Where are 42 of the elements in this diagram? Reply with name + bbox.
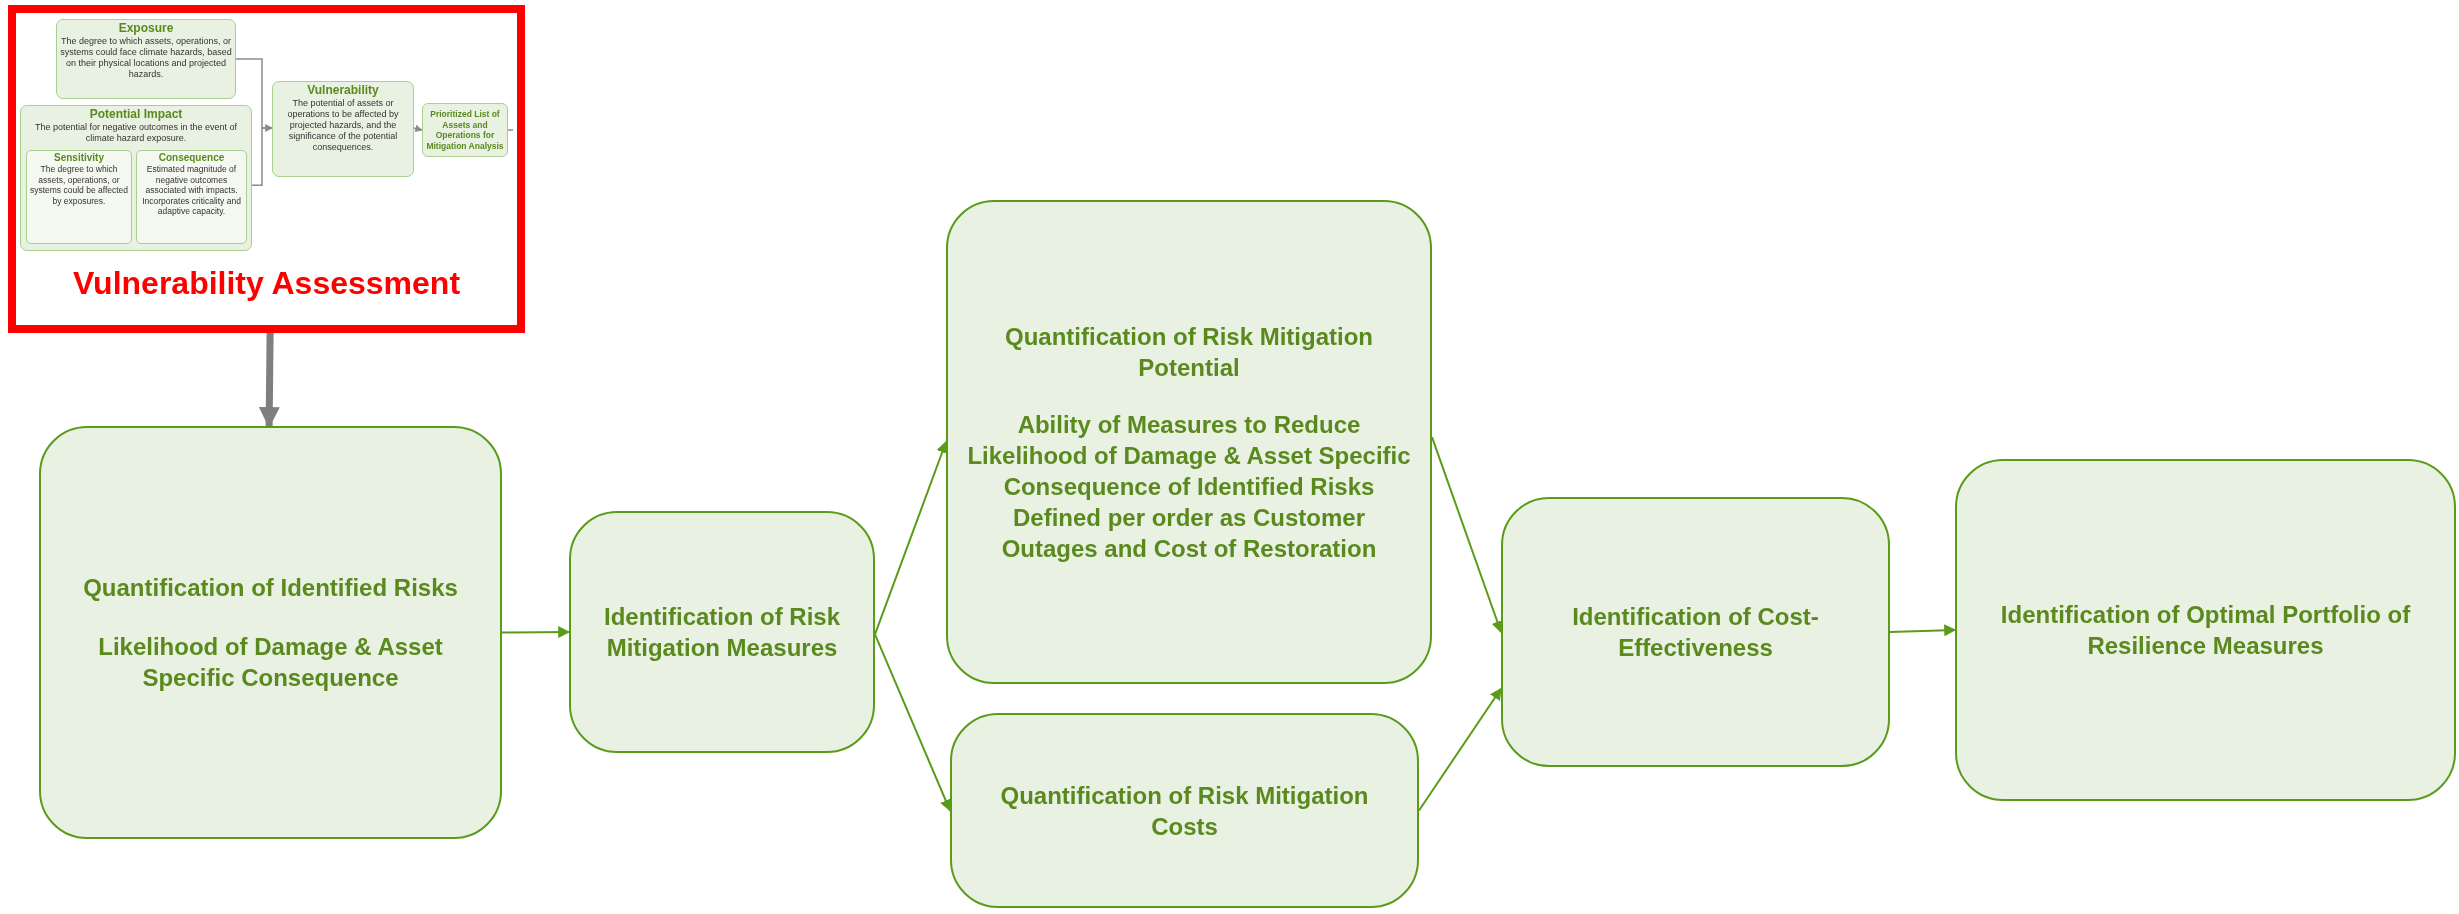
section-title: Vulnerability Assessment (71, 264, 462, 303)
arrow (1889, 624, 1957, 637)
arrow (874, 440, 948, 636)
box-text: The potential for negative outcomes in the event of climate hazard exposure. (33, 122, 239, 144)
box-heading: Vulnerability (307, 83, 379, 98)
process-box (39, 426, 502, 839)
process-box (1501, 497, 1890, 767)
box-heading: Exposure (118, 21, 174, 36)
arrow (258, 332, 280, 429)
arrow (874, 633, 952, 812)
box-text: Identification of Optimal Portfolio of Resilience Measures (1999, 600, 2412, 661)
box-text: Estimated magnitude of negative outcomes associated with impacts. Incorporates criticality and adaptive capacity. (141, 164, 242, 217)
box-text: Ability of Measures to Reduce Likelihood of Damage & Asset Specific Consequence of Identified Risks (966, 409, 1412, 502)
arrow (413, 124, 423, 133)
box-text: Defined per order as Customer Outages and Cost of Restoration (1000, 502, 1378, 564)
box-text: The degree to which assets, operations, or systems could face climate hazards, based on their physical locations and projected hazards. (59, 36, 233, 80)
box-text: Identification of Cost-Effectiveness (1571, 602, 1820, 663)
box-heading: Potential Impact (89, 107, 183, 122)
arrow (251, 124, 273, 187)
highlight-frame (8, 5, 525, 333)
inset-box (422, 103, 508, 157)
process-box (1955, 459, 2456, 801)
box-text: Quantification of Risk Mitigation Costs (999, 780, 1370, 842)
arrow (1418, 687, 1502, 812)
inset-box (136, 150, 247, 244)
box-heading: Quantification of Identified Risks (83, 573, 458, 603)
inset-box (20, 105, 252, 251)
box-heading: Sensitivity (54, 151, 104, 164)
box-text: Likelihood of Damage & Asset Specific Consequence (97, 632, 444, 693)
box-heading: Consequence (158, 151, 225, 164)
box-text: Identification of Risk Mitigation Measures (603, 602, 841, 663)
box-text: The potential of assets or operations to be affected by projected hazards, and the significance of the potential consequences. (286, 98, 400, 153)
process-box (946, 200, 1432, 684)
inset-box (272, 81, 414, 177)
process-box (950, 713, 1419, 908)
inset-box (56, 19, 236, 99)
inset-box (26, 150, 132, 244)
arrow (501, 626, 571, 639)
box-text: The degree to which assets, operations, or systems could be affected by exposures. (28, 164, 130, 206)
process-box (569, 511, 875, 753)
box-text: Prioritized List of Assets and Operations for Mitigation Analysis (425, 109, 505, 151)
box-heading: Quantification of Risk Mitigation Potential (1004, 321, 1374, 383)
